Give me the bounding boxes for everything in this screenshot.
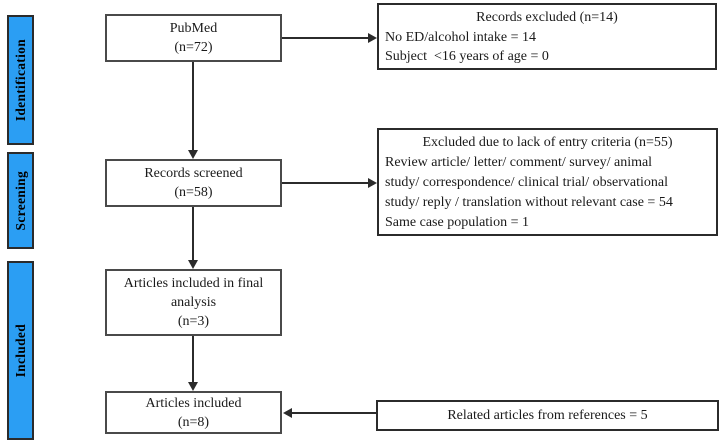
side-box-line: study/ reply / translation without relev… bbox=[385, 195, 673, 210]
stage-label-screening: Screening bbox=[12, 170, 28, 231]
side-box-text: Related articles from references = 5 bbox=[447, 408, 648, 424]
flow-box-line: Articles included in final bbox=[123, 276, 264, 291]
side-box-line: Review article/ letter/ comment/ survey/… bbox=[385, 155, 653, 170]
arrow-final-to-included bbox=[192, 336, 194, 382]
arrowhead-left-icon bbox=[283, 408, 292, 418]
side-box-line: Same case population = 1 bbox=[385, 215, 529, 230]
side-box-header: Records excluded (n=14) bbox=[476, 10, 618, 25]
flow-box-line: (n=58) bbox=[174, 185, 213, 200]
flow-box-line: (n=3) bbox=[177, 314, 210, 329]
flow-box-line: Records screened bbox=[144, 166, 243, 181]
arrowhead-right-icon bbox=[368, 33, 377, 43]
arrow-screened-to-final bbox=[192, 207, 194, 260]
side-box-entry-criteria: Excluded due to lack of entry criteria (… bbox=[377, 128, 718, 236]
side-box-records-excluded: Records excluded (n=14) No ED/alcohol in… bbox=[377, 3, 717, 70]
side-box-line: No ED/alcohol intake = 14 bbox=[385, 29, 536, 45]
side-box-related-articles: Related articles from references = 5 bbox=[376, 400, 719, 431]
arrow-related-to-included bbox=[292, 412, 376, 414]
arrow-pubmed-to-excluded bbox=[282, 37, 369, 39]
stage-label-identification: Identification bbox=[12, 38, 28, 122]
side-box-line: study/ correspondence/ clinical trial/ o… bbox=[385, 175, 669, 190]
flow-box-line: analysis bbox=[170, 295, 217, 310]
arrowhead-down-icon bbox=[188, 150, 198, 159]
arrow-screened-to-criteria bbox=[282, 182, 369, 184]
arrow-pubmed-to-screened bbox=[192, 62, 194, 151]
arrowhead-down-icon bbox=[188, 260, 198, 269]
flow-box-line: Articles included bbox=[145, 395, 242, 411]
stage-box-screening: Screening bbox=[7, 152, 34, 249]
stage-label-included: Included bbox=[12, 323, 28, 378]
flow-box-records-screened: Records screened (n=58) bbox=[105, 159, 282, 207]
flow-box-pubmed: PubMed (n=72) bbox=[105, 14, 282, 62]
flow-box-line: PubMed bbox=[169, 21, 218, 36]
stage-box-identification: Identification bbox=[7, 15, 34, 145]
side-box-header: Excluded due to lack of entry criteria (… bbox=[422, 135, 673, 150]
flow-box-line: (n=8) bbox=[177, 414, 210, 430]
side-box-line: Subject <16 years of age = 0 bbox=[385, 49, 549, 64]
stage-box-included: Included bbox=[7, 261, 34, 440]
flow-box-articles-included: Articles included (n=8) bbox=[105, 391, 282, 434]
flow-box-line: (n=72) bbox=[174, 40, 213, 55]
arrowhead-right-icon bbox=[368, 178, 377, 188]
arrowhead-down-icon bbox=[188, 382, 198, 391]
flow-box-final-analysis: Articles included in final analysis (n=3… bbox=[105, 269, 282, 336]
